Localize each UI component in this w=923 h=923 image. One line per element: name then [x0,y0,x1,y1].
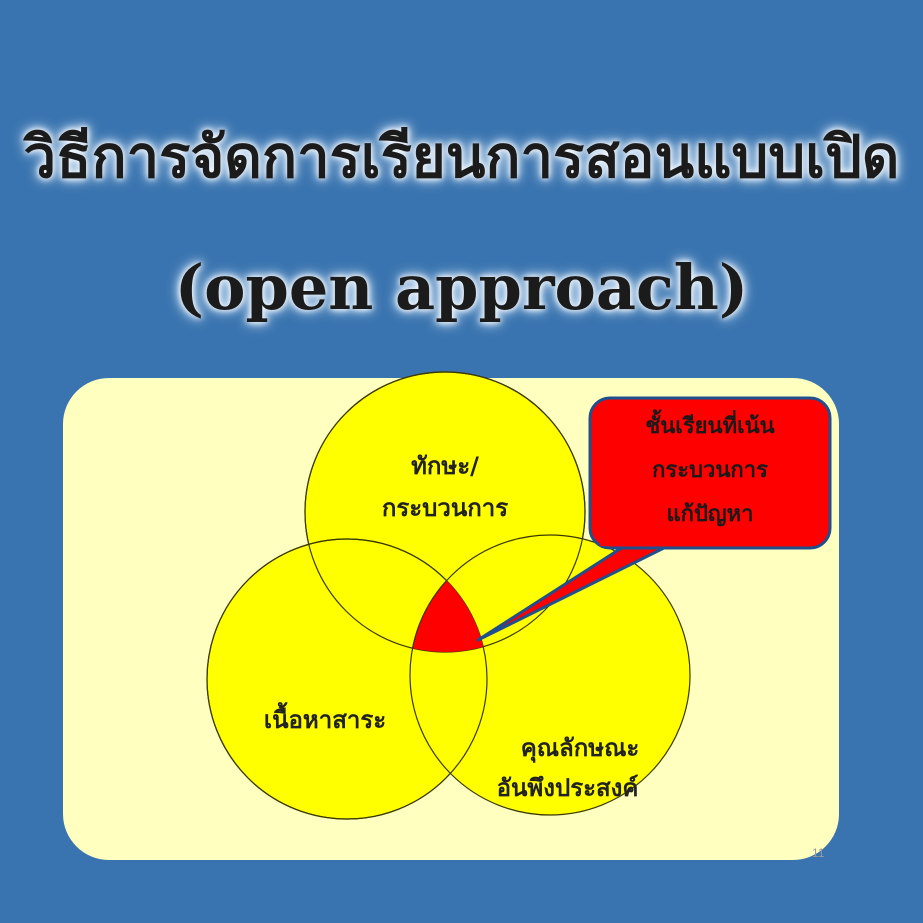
callout-line1: ชั้นเรียนที่เน้น [645,414,775,439]
label-content: เนื้อหาสาระ [263,706,387,734]
callout-box [588,396,832,550]
page-title-line1: วิธีการจัดการเรียนการสอนแบบเปิด [23,123,900,191]
circle-desired-characteristics [409,534,691,816]
label-skills-process-line1: ทักษะ/ [411,452,479,480]
callout-line2: กระบวนการ [652,458,768,483]
label-desired-characteristics-line2: อันพึงประสงค์ [496,774,639,802]
slide-number: 11 [812,846,825,860]
page-title-line2: (open approach) [174,251,749,324]
label-skills-process-line2: กระบวนการ [381,494,509,522]
callout-line3: แก้ปัญหา [666,502,754,527]
label-desired-characteristics-line1: คุณลักษณะ [520,734,640,762]
